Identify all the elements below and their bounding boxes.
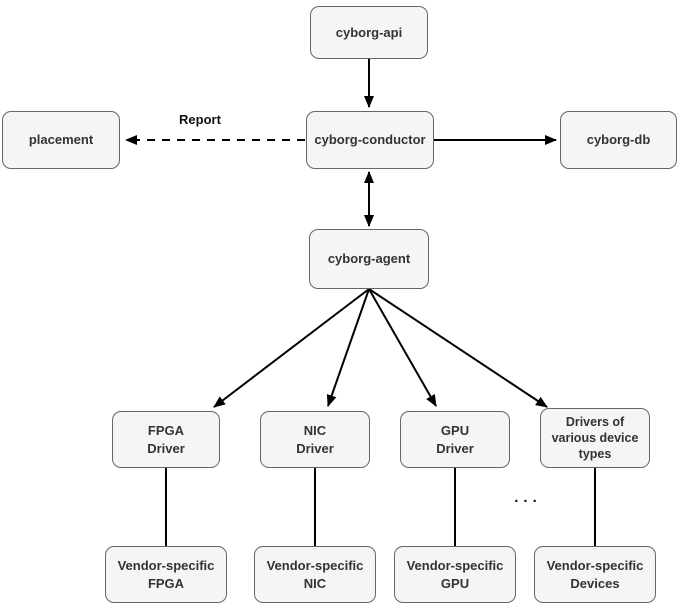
node-gpu-driver: GPU Driver <box>400 411 510 468</box>
node-nic-driver: NIC Driver <box>260 411 370 468</box>
edge-agent-various-drivers <box>368 288 548 408</box>
ellipsis-label: ... <box>514 489 542 506</box>
node-vendor-fpga: Vendor-specific FPGA <box>105 546 227 603</box>
node-cyborg-conductor: cyborg-conductor <box>306 111 434 169</box>
node-placement: placement <box>2 111 120 169</box>
node-various-drivers: Drivers of various device types <box>540 408 650 468</box>
edge-agent-nic-driver <box>326 288 370 407</box>
node-cyborg-api: cyborg-api <box>310 6 428 59</box>
edge-agent-gpu-driver <box>368 288 437 407</box>
edge-agent-fpga-driver <box>213 288 370 408</box>
report-edge-label: Report <box>179 112 221 127</box>
node-cyborg-agent: cyborg-agent <box>309 229 429 289</box>
node-vendor-devices: Vendor-specific Devices <box>534 546 656 603</box>
node-vendor-nic: Vendor-specific NIC <box>254 546 376 603</box>
node-fpga-driver: FPGA Driver <box>112 411 220 468</box>
node-vendor-gpu: Vendor-specific GPU <box>394 546 516 603</box>
node-cyborg-db: cyborg-db <box>560 111 677 169</box>
